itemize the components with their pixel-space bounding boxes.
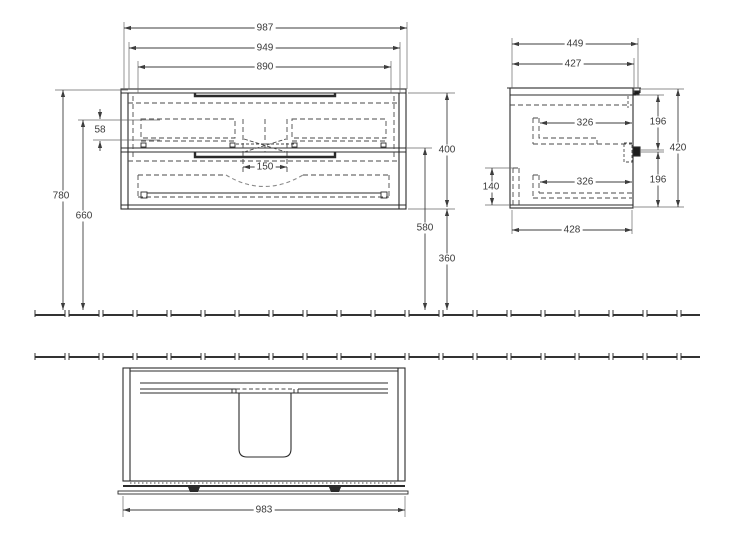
dim-plan-overall-width: 983	[253, 504, 275, 516]
dim-front-inner-width: 890	[254, 61, 276, 73]
front-view-outline	[120, 88, 407, 210]
plan-view-hidden-lines	[130, 388, 398, 484]
dim-side-lower-section: 196	[647, 174, 669, 186]
dim-side-back-recess: 140	[480, 181, 502, 193]
dim-front-cabinet-height: 400	[436, 144, 458, 156]
dim-front-overall-height: 780	[50, 190, 72, 202]
dim-front-apron-height: 58	[92, 124, 108, 136]
front-view-hidden-lines	[128, 96, 399, 198]
dim-front-cabinet-width: 949	[254, 42, 276, 54]
basin-bowl-outline	[238, 393, 292, 458]
side-view-hidden-lines	[510, 96, 633, 205]
dim-front-mid-level: 580	[414, 222, 436, 234]
plan-view-extension-lines	[122, 496, 406, 517]
dim-front-drain-cutout: 150	[254, 161, 276, 173]
front-view-extension-lines	[55, 22, 455, 210]
dim-side-upper-section: 196	[647, 116, 669, 128]
dim-front-drawer-level: 660	[73, 210, 95, 222]
side-view-outline	[507, 87, 641, 209]
floor-tile-hatch	[32, 310, 700, 317]
dim-side-bottom-depth: 428	[561, 224, 583, 236]
dim-front-floor-clearance: 360	[436, 253, 458, 265]
wall-tile-hatch	[32, 353, 700, 360]
side-view-dimension-lines	[489, 41, 681, 233]
plan-view-outline	[117, 367, 409, 495]
siphon-arc	[225, 174, 304, 188]
dim-side-drawer-depth-top: 326	[574, 117, 596, 129]
dim-side-top-depth: 427	[562, 58, 584, 70]
dim-side-overall-depth: 449	[564, 38, 586, 50]
dim-side-overall-height: 420	[667, 142, 689, 154]
dim-front-overall-width: 987	[254, 22, 276, 34]
dim-side-drawer-depth-bottom: 326	[574, 176, 596, 188]
